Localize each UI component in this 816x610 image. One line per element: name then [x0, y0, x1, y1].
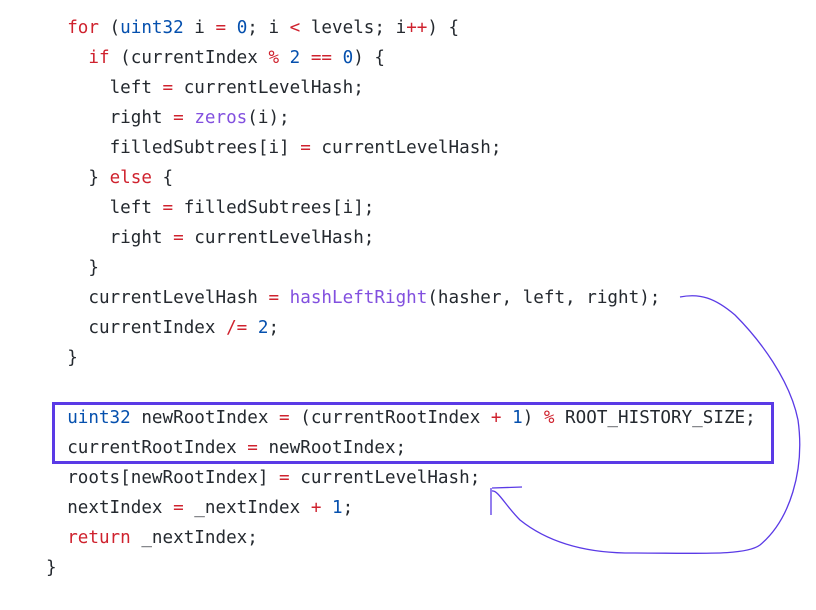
code-token: _nextIndex: [183, 498, 311, 518]
code-token: levels; i: [300, 18, 407, 38]
code-token: roots[newRootIndex]: [67, 468, 280, 488]
code-token: 2: [289, 48, 301, 68]
code-token: newRootIndex: [130, 408, 280, 428]
code-token: %: [543, 408, 555, 428]
code-token: uint32: [120, 18, 184, 38]
arrow-curve: [491, 295, 801, 555]
code-token: newRootIndex;: [257, 438, 407, 458]
code-token: currentLevelHash;: [173, 78, 364, 98]
code-token: }: [88, 258, 99, 278]
code-token: =: [173, 228, 184, 248]
code-token: uint32: [67, 408, 131, 428]
code-token: =: [173, 108, 184, 128]
code-token: 1: [332, 498, 343, 518]
code-token: if: [88, 48, 110, 68]
code-token: =: [215, 18, 227, 38]
code-token: }: [46, 558, 57, 578]
code-line: right = zeros(i);: [46, 103, 756, 133]
code-token: +: [310, 498, 322, 518]
code-token: zeros: [194, 108, 248, 128]
code-token: ) {: [427, 18, 460, 38]
code-token: _nextIndex;: [130, 528, 258, 548]
code-token: /=: [226, 318, 248, 338]
code-token: (currentRootIndex: [289, 408, 491, 428]
code-line: currentRootIndex = newRootIndex;: [46, 433, 756, 463]
code-token: {: [151, 168, 174, 188]
code-token: currentLevelHash;: [183, 228, 375, 248]
code-token: (hasher, left, right);: [427, 288, 661, 308]
code-token: (i);: [247, 108, 290, 128]
code-token: ): [522, 408, 544, 428]
code-token: %: [268, 48, 280, 68]
code-token: right: [109, 108, 174, 128]
code-token: hashLeftRight: [289, 288, 428, 308]
code-token: =: [300, 138, 311, 158]
code-token: =: [173, 498, 184, 518]
code-token: =: [162, 198, 174, 218]
code-token: 0: [342, 48, 354, 68]
code-line: right = currentLevelHash;: [46, 223, 756, 253]
code-line: }: [46, 343, 756, 373]
code-token: =: [247, 438, 258, 458]
code-line: roots[newRootIndex] = currentLevelHash;: [46, 463, 756, 493]
code-token: left: [109, 78, 163, 98]
code-token: <: [289, 18, 301, 38]
code-token: i: [183, 18, 216, 38]
code-token: =: [279, 408, 290, 428]
code-token: =: [162, 78, 174, 98]
code-line: filledSubtrees[i] = currentLevelHash;: [46, 133, 756, 163]
code-token: currentIndex: [88, 318, 227, 338]
code-token: }: [88, 168, 110, 188]
code-block: for (uint32 i = 0; i < levels; i++) { if…: [46, 13, 756, 583]
code-line: }: [46, 253, 756, 283]
code-token: filledSubtrees[i];: [173, 198, 375, 218]
code-line: } else {: [46, 163, 756, 193]
code-line: nextIndex = _nextIndex + 1;: [46, 493, 756, 523]
code-token: 0: [236, 18, 248, 38]
code-token: 1: [512, 408, 523, 428]
code-token: currentLevelHash;: [310, 138, 502, 158]
code-token: +: [490, 408, 502, 428]
code-token: ++: [406, 18, 428, 38]
code-line: left = filledSubtrees[i];: [46, 193, 756, 223]
code-line: currentLevelHash = hashLeftRight(hasher,…: [46, 283, 756, 313]
code-token: 2: [257, 318, 269, 338]
code-token: currentLevelHash: [88, 288, 269, 308]
code-token: (currentIndex: [109, 48, 269, 68]
code-token: (: [98, 18, 121, 38]
code-line: return _nextIndex;: [46, 523, 756, 553]
code-token: =: [268, 288, 280, 308]
code-line: left = currentLevelHash;: [46, 73, 756, 103]
code-token: currentLevelHash;: [289, 468, 481, 488]
code-token: ; i: [247, 18, 290, 38]
code-token: else: [109, 168, 152, 188]
code-line: currentIndex /= 2;: [46, 313, 756, 343]
code-token: filledSubtrees[i]: [109, 138, 301, 158]
code-token: =: [279, 468, 290, 488]
code-token: return: [67, 528, 131, 548]
code-token: right: [109, 228, 174, 248]
arrow-head: [490, 486, 523, 515]
code-token: nextIndex: [67, 498, 174, 518]
code-token: ROOT_HISTORY_SIZE;: [554, 408, 756, 428]
code-line: if (currentIndex % 2 == 0) {: [46, 43, 756, 73]
code-token: }: [67, 348, 78, 368]
code-token: for: [67, 18, 99, 38]
code-token: ;: [342, 498, 354, 518]
code-token: currentRootIndex: [67, 438, 248, 458]
code-token: ) {: [353, 48, 385, 68]
code-line: for (uint32 i = 0; i < levels; i++) {: [46, 13, 756, 43]
code-token: ==: [310, 48, 333, 68]
highlight-box: [52, 402, 774, 464]
code-token: ;: [268, 318, 280, 338]
code-line: uint32 newRootIndex = (currentRootIndex …: [46, 403, 756, 433]
code-line: }: [46, 553, 756, 583]
code-token: left: [109, 198, 163, 218]
